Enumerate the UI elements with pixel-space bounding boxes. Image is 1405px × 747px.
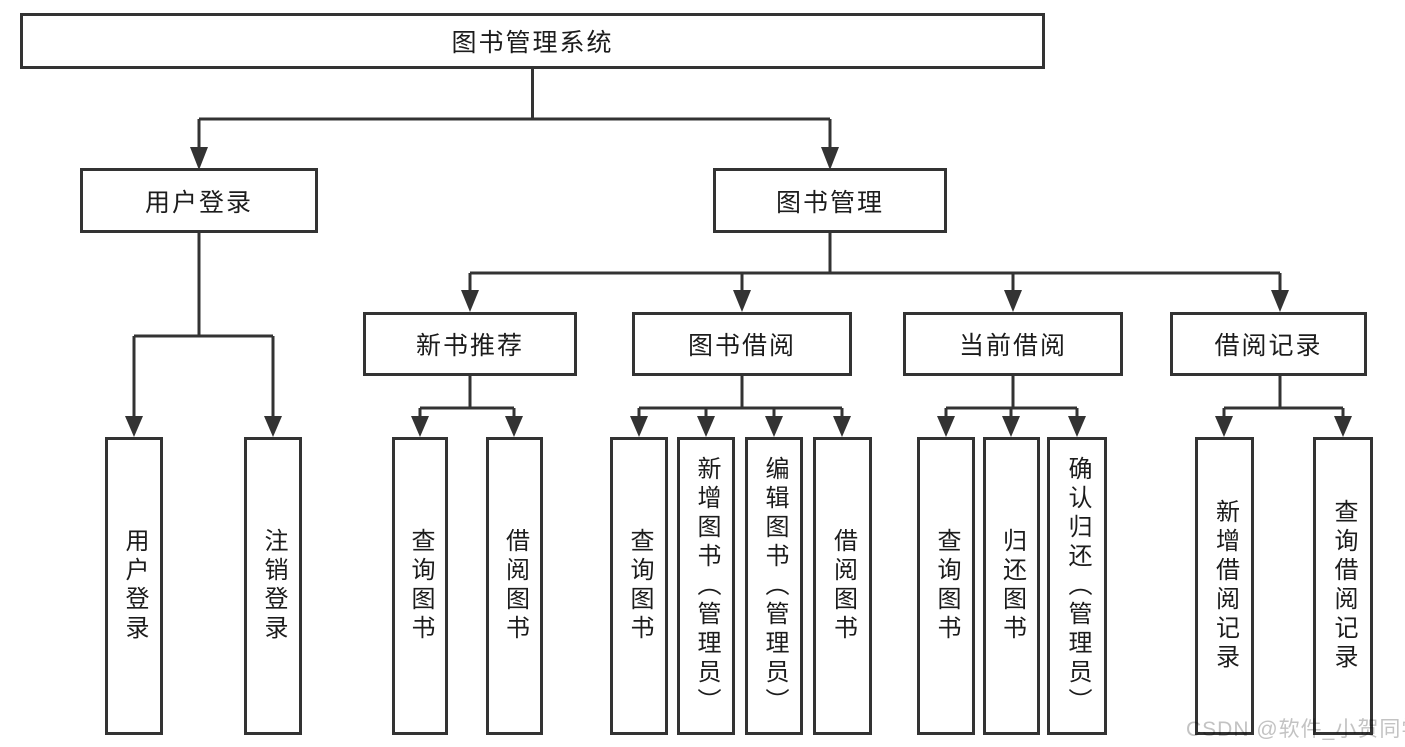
leaf-borrow-books-borrowing: 借阅图书 — [813, 437, 872, 735]
leaf-add-book-admin: 新增图书（管理员） — [677, 437, 735, 735]
leaf-return-books: 归还图书 — [983, 437, 1040, 735]
node-book-management: 图书管理 — [713, 168, 947, 233]
leaf-label: 查询图书 — [933, 528, 960, 644]
node-user-login: 用户登录 — [80, 168, 318, 233]
leaf-label: 注销登录 — [260, 528, 287, 644]
leaf-label: 用户登录 — [121, 528, 148, 644]
node-borrowing-records: 借阅记录 — [1170, 312, 1367, 376]
leaf-query-borrow-record: 查询借阅记录 — [1313, 437, 1373, 735]
leaf-label: 查询借阅记录 — [1330, 499, 1357, 673]
leaf-logout-login: 注销登录 — [244, 437, 302, 735]
node-book-borrowing: 图书借阅 — [632, 312, 852, 376]
leaf-query-books-current: 查询图书 — [917, 437, 975, 735]
node-label: 借阅记录 — [1214, 332, 1323, 360]
leaf-borrow-books-recommend: 借阅图书 — [486, 437, 543, 735]
leaf-query-books-recommend: 查询图书 — [392, 437, 448, 735]
leaf-confirm-return-admin: 确认归还（管理员） — [1047, 437, 1107, 735]
node-current-borrowing: 当前借阅 — [903, 312, 1123, 376]
node-new-book-recommend: 新书推荐 — [363, 312, 577, 376]
leaf-label: 编辑图书（管理员） — [761, 455, 788, 717]
leaf-user-login: 用户登录 — [105, 437, 163, 735]
csdn-watermark: CSDN @软件_小贺同学 — [1186, 718, 1405, 741]
node-label: 图书管理系统 — [451, 29, 614, 57]
leaf-label: 新增图书（管理员） — [693, 455, 720, 717]
leaf-edit-book-admin: 编辑图书（管理员） — [745, 437, 803, 735]
node-label: 用户登录 — [144, 188, 253, 217]
leaf-add-borrow-record: 新增借阅记录 — [1195, 437, 1254, 735]
leaf-label: 查询图书 — [407, 528, 434, 644]
leaf-label: 确认归还（管理员） — [1064, 455, 1091, 717]
leaf-label: 借阅图书 — [829, 528, 857, 644]
leaf-label: 借阅图书 — [501, 528, 529, 644]
node-label: 图书管理 — [775, 188, 884, 217]
node-label: 新书推荐 — [415, 332, 524, 360]
leaf-label: 归还图书 — [998, 528, 1026, 644]
node-label: 图书借阅 — [687, 332, 796, 360]
node-label: 当前借阅 — [958, 332, 1067, 360]
leaf-label: 新增借阅记录 — [1211, 499, 1239, 673]
leaf-label: 查询图书 — [626, 528, 653, 644]
leaf-query-books-borrowing: 查询图书 — [610, 437, 668, 735]
node-library-management-system: 图书管理系统 — [20, 13, 1045, 69]
